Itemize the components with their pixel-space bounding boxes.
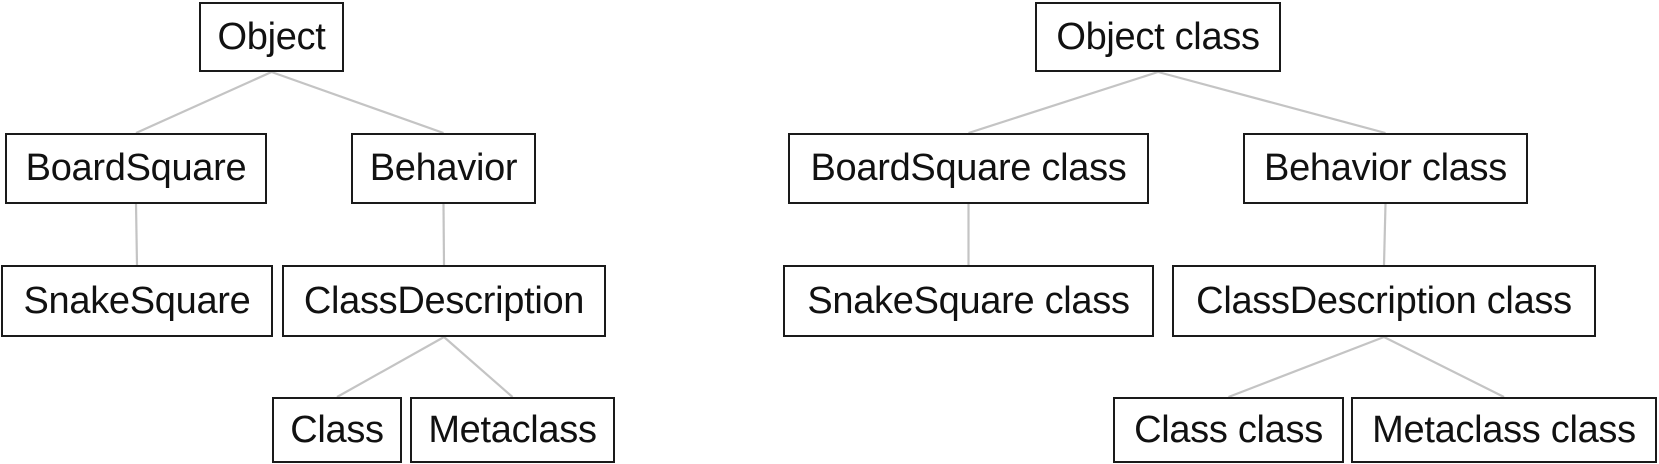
node-behavior: Behavior [351, 133, 536, 204]
edge-right-object-boardsquare [968, 70, 1159, 135]
edge-left-object-boardsquare [135, 70, 272, 135]
node-boardsquare: BoardSquare [5, 133, 267, 204]
edge-left-behavior-classdescription [442, 203, 446, 266]
node-snakesquare: SnakeSquare [1, 265, 273, 337]
node-object-class: Object class [1035, 2, 1281, 72]
node-behavior-class: Behavior class [1243, 133, 1528, 204]
edge-left-boardsquare-snakesquare [134, 203, 139, 266]
edge-left-classdescription-metaclass [443, 336, 514, 398]
edge-right-classdescription-metaclass [1383, 336, 1505, 398]
node-object: Object [199, 2, 344, 72]
node-class: Class [272, 397, 402, 463]
edge-right-object-behavior [1157, 70, 1386, 135]
node-metaclass-class: Metaclass class [1351, 397, 1657, 463]
node-snakesquare-class: SnakeSquare class [783, 265, 1154, 337]
edge-left-classdescription-class [336, 336, 445, 398]
node-class-class: Class class [1113, 397, 1344, 463]
node-classdescription: ClassDescription [282, 265, 606, 337]
edge-left-object-behavior [271, 70, 444, 135]
edge-right-classdescription-class [1228, 335, 1385, 399]
node-metaclass: Metaclass [410, 397, 615, 463]
edge-right-behavior-classdescription [1382, 203, 1387, 266]
node-boardsquare-class: BoardSquare class [788, 133, 1149, 204]
node-classdescription-class: ClassDescription class [1172, 265, 1596, 337]
